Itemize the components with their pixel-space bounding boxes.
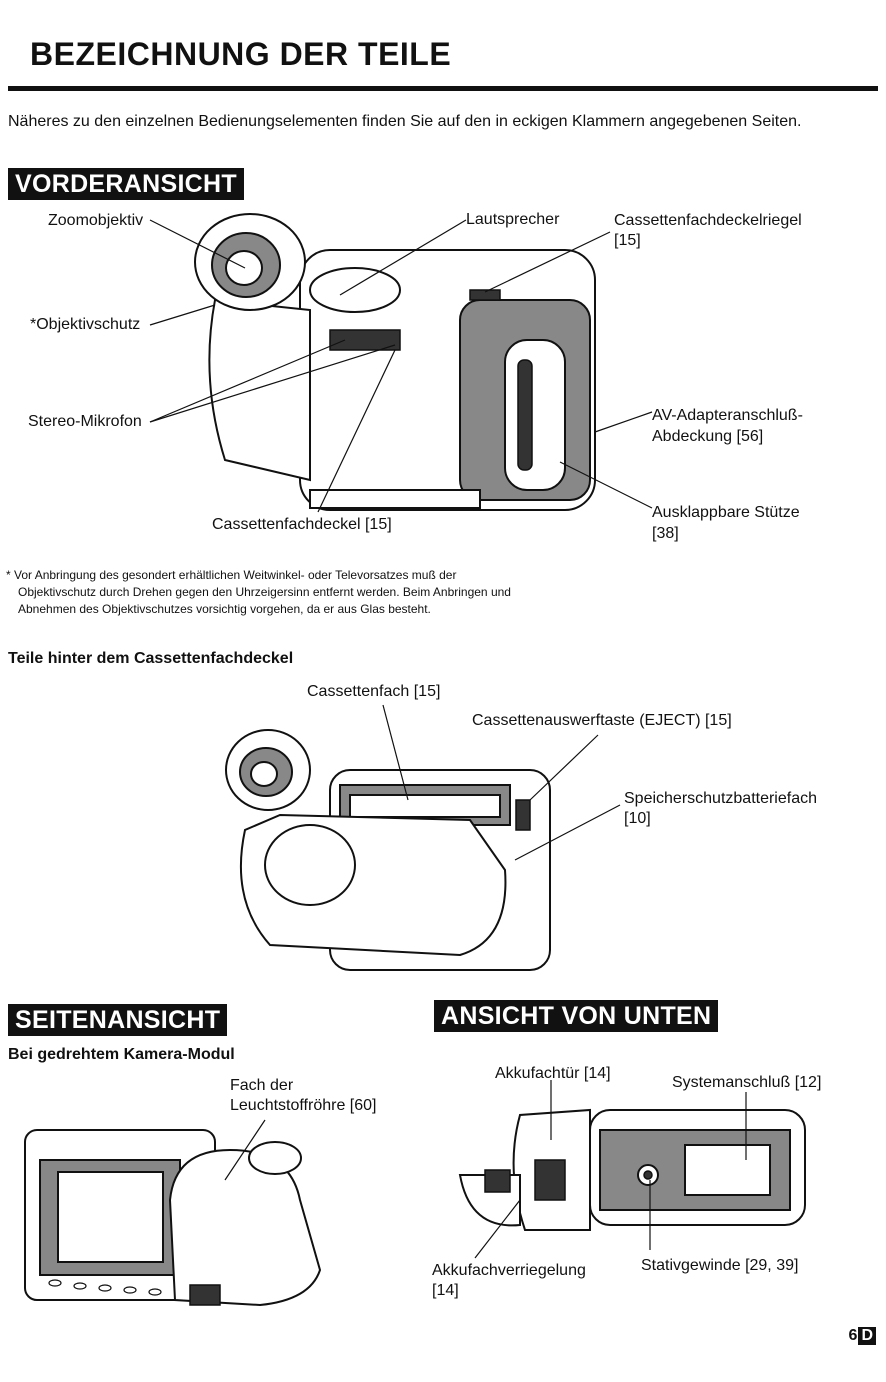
cover-latch-label: Cassettenfachdeckelriegel: [614, 212, 802, 229]
stereo-mic-label: Stereo-Mikrofon: [28, 413, 142, 430]
cassette-camera-illustration: [225, 729, 551, 971]
bottom-leader-lines: [474, 1080, 747, 1259]
battery-door-label: Akkufachtür [14]: [495, 1065, 611, 1082]
stand-page: [38]: [652, 525, 679, 542]
bottom-camera-illustration: [458, 1108, 806, 1231]
language-badge: D: [858, 1327, 876, 1345]
cassette-compartment-label: Cassettenfach [15]: [307, 683, 441, 700]
av-adapter-label: AV-Adapteranschluß-: [652, 407, 803, 424]
speaker-label: Lautsprecher: [466, 211, 560, 228]
side-camera-illustration: [24, 1129, 322, 1307]
cassette-cover-label: Cassettenfachdeckel [15]: [212, 516, 392, 533]
footnote-line-1: * Vor Anbringung des gesondert erhältlic…: [6, 568, 457, 582]
front-leader-lines: [149, 219, 653, 513]
side-view-heading: SEITENANSICHT: [8, 1004, 228, 1036]
av-adapter-page: Abdeckung [56]: [652, 428, 764, 445]
battery-lock-label: Akkufachverriegelung: [432, 1262, 586, 1279]
fluorescent-tube-label: Fach der: [230, 1077, 294, 1094]
stand-label: Ausklappbare Stütze: [652, 504, 800, 521]
footnote-line-3: Abnehmen des Objektivschutzes vorsichtig…: [18, 602, 431, 616]
backup-battery-page: [10]: [624, 810, 651, 827]
fluorescent-tube-page: Leuchtstoffröhre [60]: [230, 1097, 377, 1114]
title-rule: [8, 86, 878, 91]
cassette-leader-lines: [382, 704, 621, 861]
behind-cover-heading: Teile hinter dem Cassettenfachdeckel: [8, 650, 294, 667]
side-view-subheading: Bei gedrehtem Kamera-Modul: [8, 1046, 235, 1063]
page-number-value: 6: [848, 1327, 858, 1344]
footnote-line-2: Objektivschutz durch Drehen gegen den Uh…: [18, 585, 511, 599]
intro-text: Näheres zu den einzelnen Bedienungseleme…: [8, 113, 802, 130]
battery-lock-page: [14]: [432, 1282, 459, 1299]
front-view-heading: VORDERANSICHT: [8, 168, 244, 200]
zoom-lens-label: Zoomobjektiv: [48, 212, 144, 229]
bottom-view-heading: ANSICHT VON UNTEN: [434, 1000, 719, 1032]
lens-cap-label: *Objektivschutz: [30, 316, 141, 333]
tripod-socket-label: Stativgewinde [29, 39]: [641, 1257, 799, 1274]
eject-button-label: Cassettenauswerftaste (EJECT) [15]: [472, 712, 732, 729]
side-leader-lines: [224, 1119, 266, 1181]
backup-battery-label: Speicherschutzbatteriefach: [624, 790, 817, 807]
front-camera-illustration: [194, 213, 596, 511]
cover-latch-page: [15]: [614, 232, 641, 249]
page-title: BEZEICHNUNG DER TEILE: [30, 36, 452, 72]
system-connector-label: Systemanschluß [12]: [672, 1074, 822, 1091]
